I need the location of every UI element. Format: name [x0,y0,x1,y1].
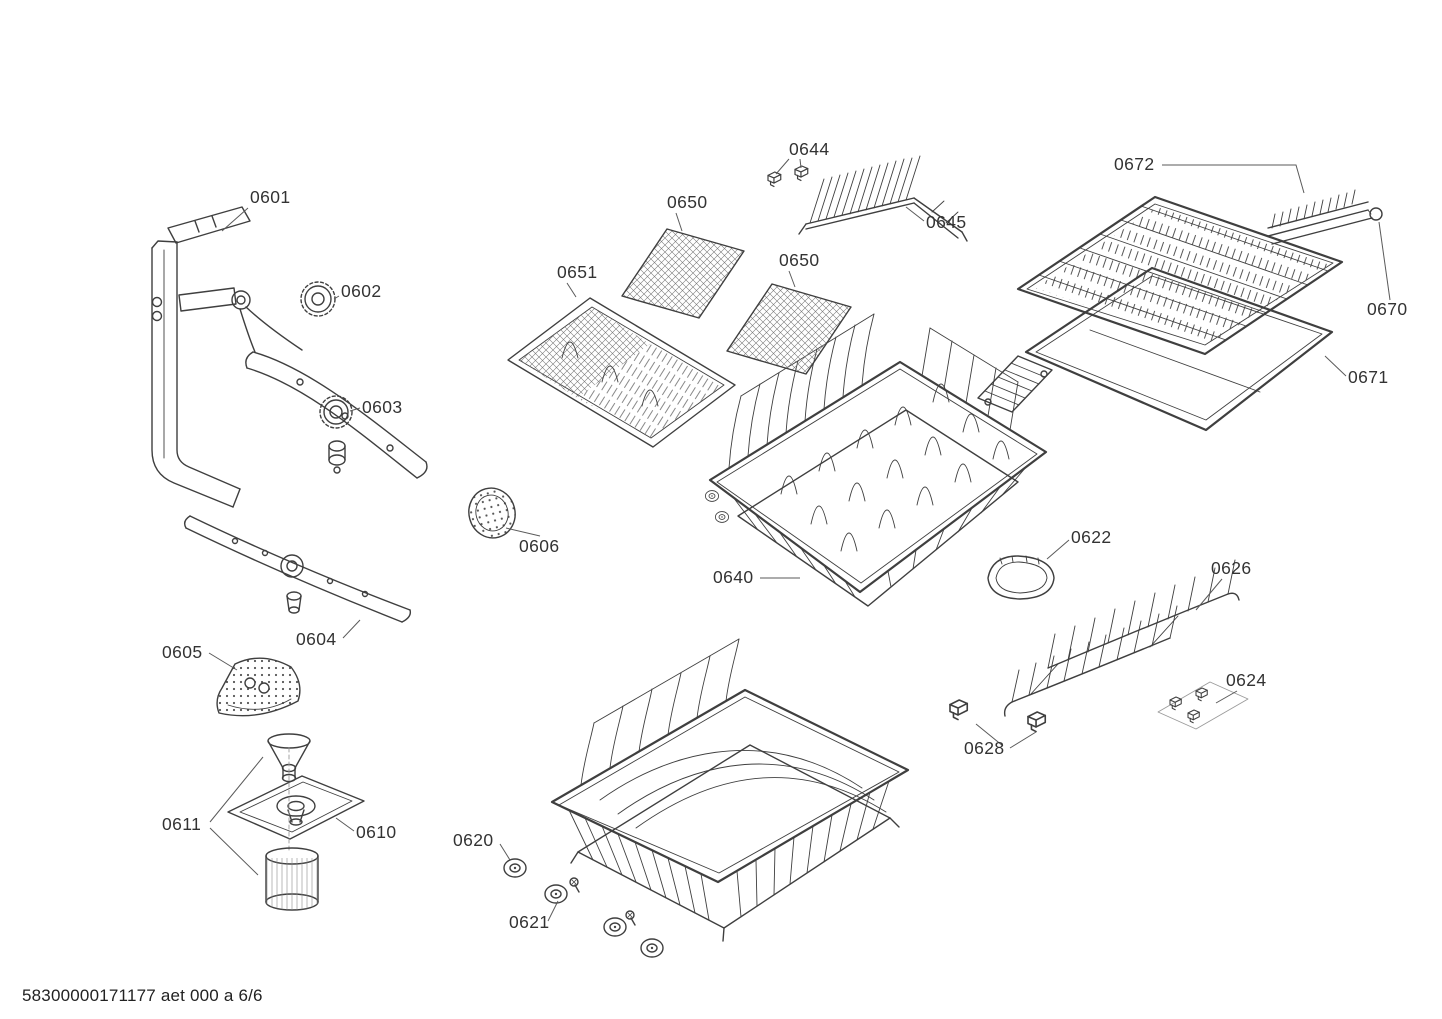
part-0611-filter-cartridge [265,733,319,911]
document-number: 58300000171177 aet 000 a 6/6 [22,986,263,1005]
part-label-0601: 0601 [250,187,291,207]
leader-0605 [208,652,238,671]
leader-0645 [905,206,925,222]
part-mount-bracket [977,355,1053,413]
leader-0672 [1162,164,1305,194]
part-0603-upper-spray-arm [245,351,428,479]
part-label-0650-a: 0650 [667,192,708,212]
leader-0622 [1046,539,1070,560]
part-lower-rack-basket [550,638,910,942]
leader-0606 [505,527,541,537]
part-label-0626: 0626 [1211,558,1252,578]
part-labels: 0601 0602 0603 0604 0605 0606 0610 0611 … [162,139,1408,932]
part-0604-lower-spray-arm [183,515,412,623]
part-label-0624: 0624 [1226,670,1267,690]
part-label-0672: 0672 [1114,154,1155,174]
part-0670-drawer-rail [1267,189,1383,245]
leader-0601 [221,207,249,232]
leader-0603 [349,407,361,412]
leader-0626 [1195,578,1223,611]
leader-0602 [333,295,340,300]
leader-0644 [775,158,802,175]
part-label-0605: 0605 [162,642,203,662]
part-0640-rack-insert [704,313,1048,607]
part-label-0622: 0622 [1071,527,1112,547]
leader-0628 [975,723,1037,749]
leader-0621 [547,900,559,922]
part-0620-roller [503,858,527,878]
leader-lines [208,158,1391,922]
part-label-0640: 0640 [713,567,754,587]
leader-0670 [1378,221,1391,301]
leader-0611 [209,756,264,876]
part-label-0670: 0670 [1367,299,1408,319]
leader-0650b [788,270,796,288]
part-0602-cap-nut [300,281,336,317]
part-0626-spike-rack [1003,559,1240,717]
part-label-0644: 0644 [789,139,830,159]
leader-0610 [335,817,355,832]
part-label-0620: 0620 [453,830,494,850]
part-label-0606: 0606 [519,536,560,556]
part-0606-perforated-disc [468,487,516,539]
part-0650-insert-a [621,228,745,319]
leader-0650a [675,212,683,232]
part-label-0628: 0628 [964,738,1005,758]
part-0621-rollers [544,877,664,958]
leader-0671 [1324,355,1347,377]
part-0672-cutlery-drawer-tray [1016,195,1344,356]
part-label-0603: 0603 [362,397,403,417]
part-0650-insert-b [726,283,852,375]
part-label-0645: 0645 [926,212,967,232]
part-label-0651: 0651 [557,262,598,282]
part-label-0621: 0621 [509,912,550,932]
part-label-0671: 0671 [1348,367,1389,387]
part-0601-inlet-pipe [151,206,303,508]
part-0628-clips [949,699,1047,733]
leader-0620 [499,843,511,861]
part-0651-cutlery-tray [507,297,736,448]
leader-0651 [566,282,577,298]
part-0671-drawer-frame [1024,266,1334,432]
part-label-0611: 0611 [162,814,201,834]
part-0644-clips [767,165,809,188]
leader-0624 [1215,690,1238,704]
part-0610-sump-plate [227,775,365,840]
part-0624-clip-set [1157,681,1249,730]
part-label-0610: 0610 [356,822,397,842]
part-label-0604: 0604 [296,629,337,649]
part-0622-small-basket [987,555,1055,600]
part-0605-filter-screen [216,657,301,717]
part-label-0602: 0602 [341,281,382,301]
part-label-0650-b: 0650 [779,250,820,270]
part-0645-plate-rack [798,155,968,242]
leader-0604 [342,619,361,639]
